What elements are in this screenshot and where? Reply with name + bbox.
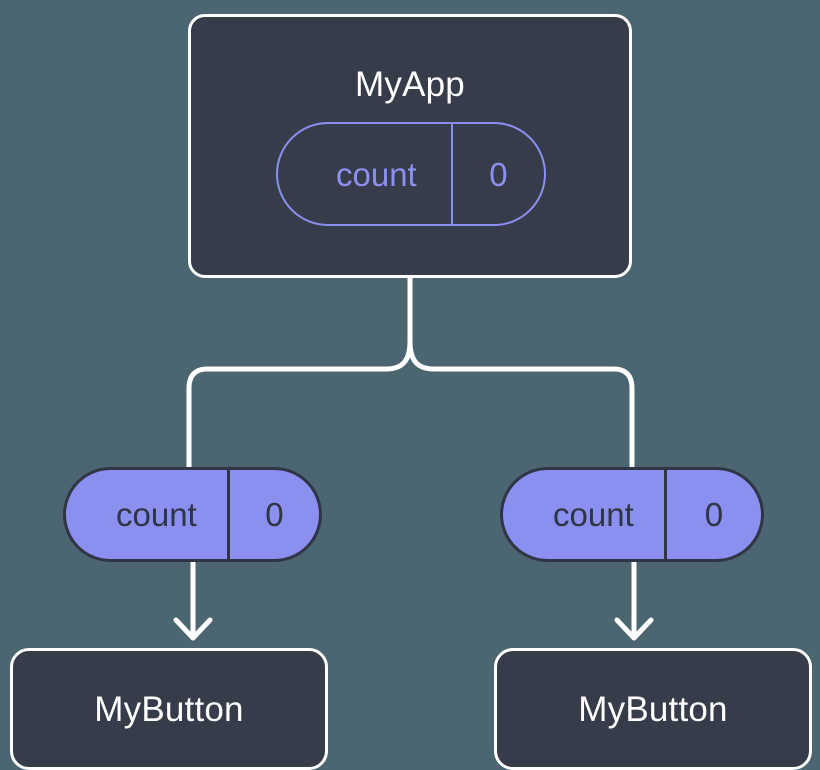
arrow-left-pill-to-button [173, 559, 213, 641]
component-node-mybutton-right[interactable]: MyButton [494, 648, 812, 770]
component-title: MyButton [94, 689, 244, 729]
state-pill-myapp[interactable]: count 0 [276, 122, 546, 226]
state-pill-key: count [278, 124, 453, 224]
prop-pill-value: 0 [265, 496, 284, 533]
branch-connector [186, 275, 635, 470]
component-node-mybutton-left[interactable]: MyButton [10, 648, 328, 770]
prop-pill-value: 0 [704, 496, 724, 533]
prop-pill-left[interactable]: count 0 [63, 467, 322, 562]
prop-pill-key: count [66, 470, 230, 559]
component-title: MyButton [578, 689, 728, 729]
prop-pill-key: count [503, 470, 667, 559]
prop-pill-right[interactable]: count 0 [500, 467, 764, 562]
arrow-right-pill-to-button [614, 559, 654, 641]
component-title: MyApp [355, 65, 465, 104]
state-pill-value: 0 [489, 155, 508, 193]
